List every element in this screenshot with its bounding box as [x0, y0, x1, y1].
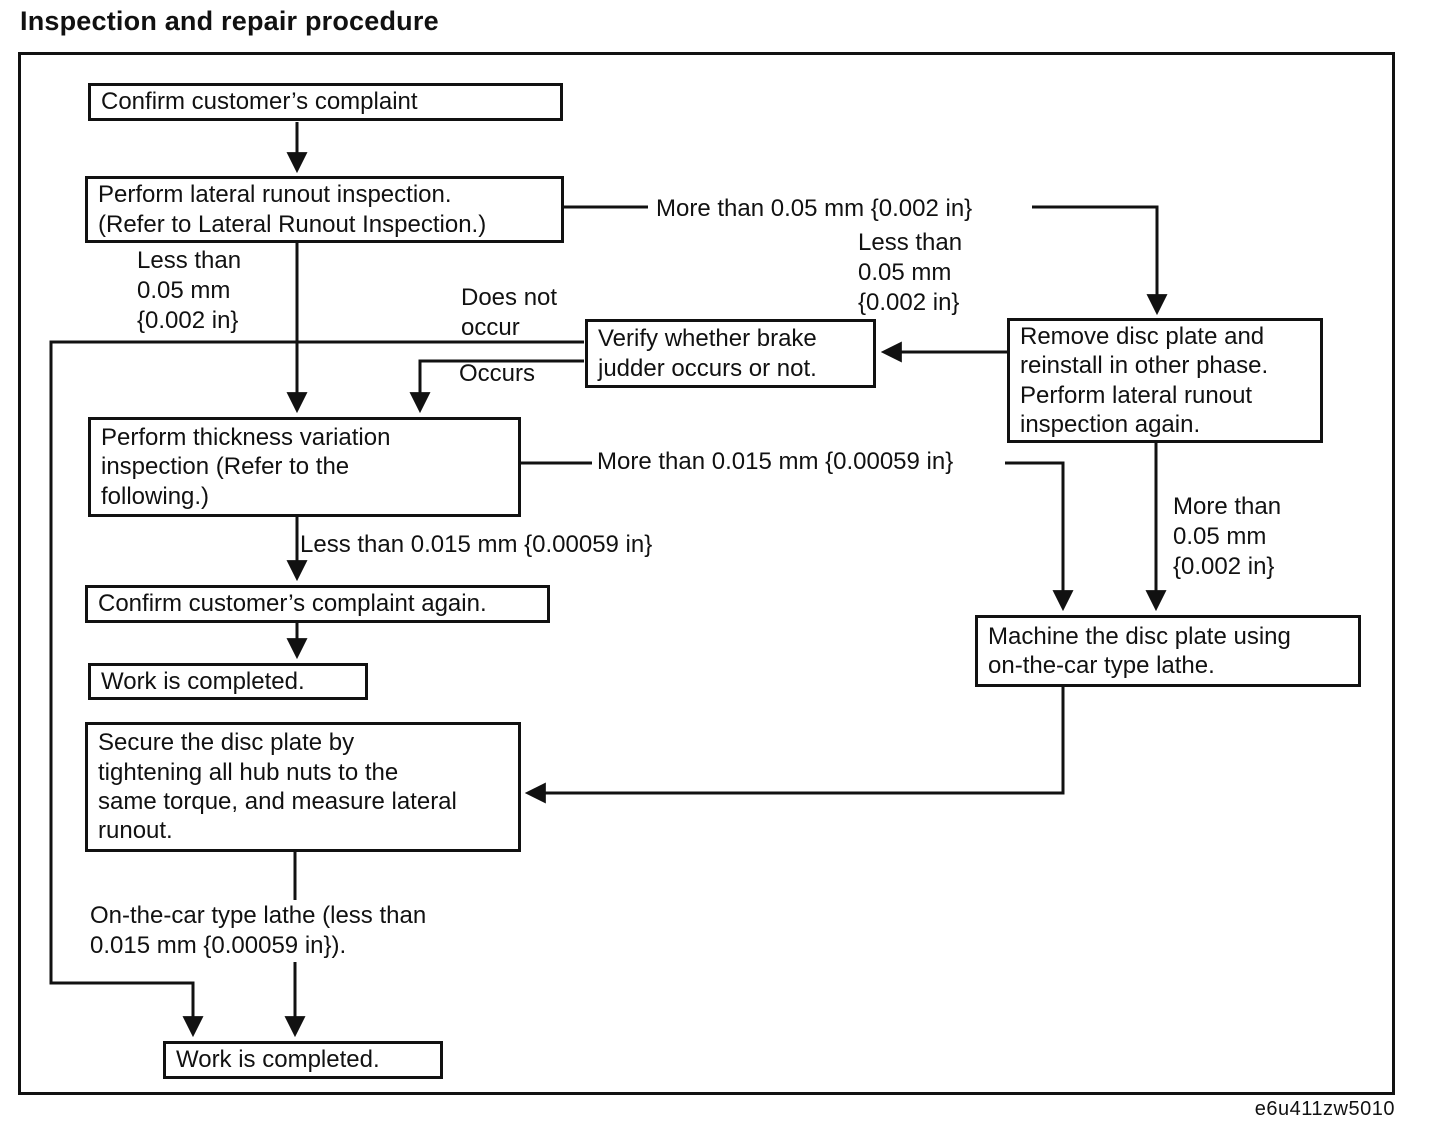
flow-box-machine-disc: Machine the disc plate using on-the-car …: [975, 615, 1361, 687]
edge-label-does-not-occur: Does not occur: [461, 284, 558, 341]
edge-label-more-005-top: More than 0.05 mm {0.002 in}: [656, 195, 973, 222]
flow-box-confirm-complaint: Confirm customer’s complaint: [88, 83, 563, 121]
edge-label-more-0015: More than 0.015 mm {0.00059 in}: [597, 448, 954, 475]
edge-more005-to-remove: [1032, 205, 1168, 316]
flow-box-confirm-again: Confirm customer’s complaint again.: [85, 585, 550, 623]
flow-box-secure-disc: Secure the disc plate by tightening all …: [85, 722, 521, 852]
edge-label-on-the-car-lathe: On-the-car type lathe (less than 0.015 m…: [90, 900, 431, 962]
figure-code: e6u411zw5010: [1254, 1098, 1395, 1120]
page-title: Inspection and repair procedure: [20, 6, 439, 36]
flow-box-work-completed-1: Work is completed.: [88, 663, 368, 700]
edge-does-not-occur-loop: [49, 340, 584, 1038]
edge-machine-to-secure: [524, 687, 1065, 804]
edge-label-more-005-right: More than 0.05 mm {0.002 in}: [1173, 493, 1282, 580]
edge-label-occurs: Occurs: [459, 360, 536, 387]
edge-occurs: [409, 359, 584, 414]
flow-box-work-completed-2: Work is completed.: [163, 1041, 443, 1079]
flow-box-lateral-runout: Perform lateral runout inspection. (Refe…: [85, 176, 564, 243]
edge-more0015-to-machine: [1005, 461, 1074, 612]
flow-box-remove-disc: Remove disc plate and reinstall in other…: [1007, 318, 1323, 443]
flow-box-thickness-variation: Perform thickness variation inspection (…: [88, 417, 521, 517]
edge-label-less-0015: Less than 0.015 mm {0.00059 in}: [300, 531, 653, 558]
edge-label-less-005-mid: Less than 0.05 mm {0.002 in}: [858, 229, 963, 316]
diagram-frame: [18, 52, 1395, 1095]
flow-box-verify-judder: Verify whether brake judder occurs or no…: [585, 319, 876, 388]
edge-label-less-005-left: Less than 0.05 mm {0.002 in}: [137, 247, 242, 334]
